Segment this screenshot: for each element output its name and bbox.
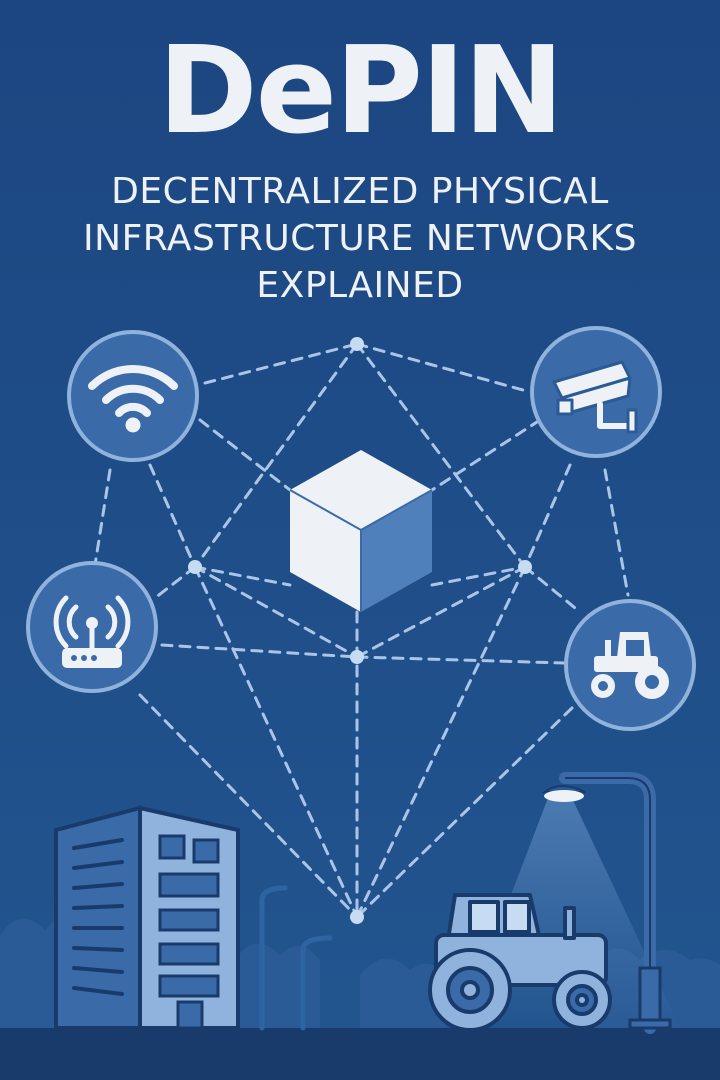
network-nodes: [188, 337, 532, 924]
node-bottom: [350, 910, 364, 924]
wifi-icon: [88, 365, 178, 417]
router-circle: [26, 561, 158, 693]
background-lamp-posts: [259, 885, 333, 1031]
router-icon: [53, 595, 131, 668]
node-left: [188, 560, 202, 574]
subtitle-line-2: INFRASTRUCTURE NETWORKS: [83, 218, 637, 259]
cube-icon: [289, 450, 433, 612]
ground: [0, 1028, 720, 1080]
subtitle-line-3: EXPLAINED: [256, 265, 464, 306]
node-top: [350, 337, 364, 351]
building-icon: [54, 805, 240, 1030]
tractor-icon: [591, 632, 669, 699]
tractor-illustration: [428, 893, 612, 1032]
page-title: DePIN: [157, 22, 564, 161]
subtitle-line-1: DECENTRALIZED PHYSICAL: [111, 171, 609, 212]
page-subtitle: DECENTRALIZED PHYSICAL INFRASTRUCTURE NE…: [0, 168, 720, 309]
wifi-circle: [67, 330, 199, 462]
node-center: [350, 650, 364, 664]
security-camera-icon: [552, 360, 638, 434]
network-lines: [93, 342, 630, 919]
node-right: [518, 560, 532, 574]
camera-circle: [530, 326, 662, 458]
tractor-circle: [564, 599, 696, 731]
